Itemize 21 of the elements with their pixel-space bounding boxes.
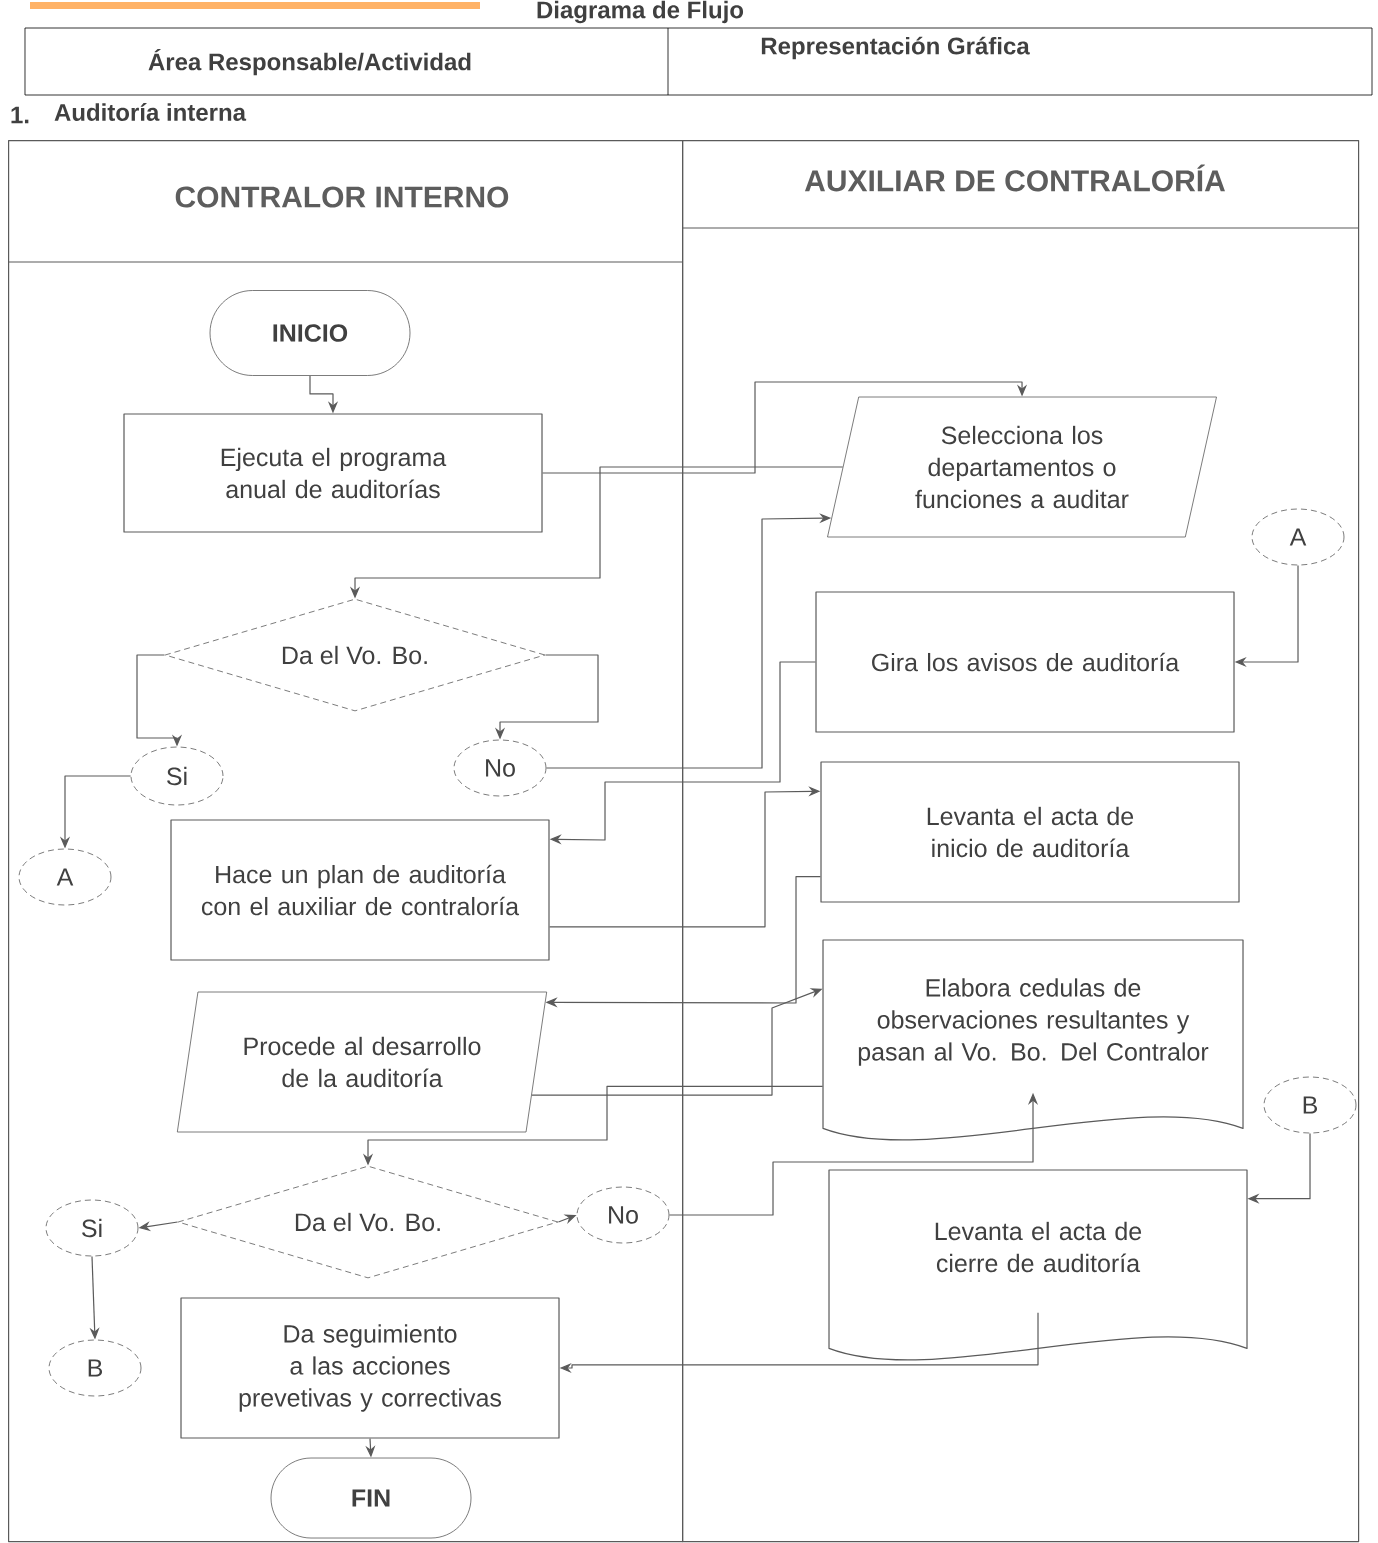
title: Diagrama de Flujo <box>537 0 744 24</box>
connector-oval: No <box>576 1186 670 1244</box>
column-header: Representación Gráfica <box>761 36 1030 60</box>
connector-oval: Si <box>45 1199 139 1257</box>
process-box: Da seguimiento a las acciones prevetivas y correctivas <box>180 1297 560 1439</box>
data-parallelogram: Procede al desarrollo de la auditoría <box>176 991 548 1133</box>
connector-oval: Si <box>130 746 224 806</box>
column-header: Área Responsable/Actividad <box>148 48 471 76</box>
connector-oval: B <box>1263 1076 1357 1134</box>
section-heading: Auditoría interna <box>54 103 247 121</box>
process-box: Levanta el acta de inicio de auditoría <box>820 761 1240 903</box>
connector-oval: A <box>18 848 112 906</box>
process-box: Hace un plan de auditoría con el auxiliar de contraloría <box>170 819 550 961</box>
data-parallelogram: Selecciona los departamentos o funciones a auditar <box>827 396 1217 538</box>
section-number: 1. <box>11 106 29 124</box>
process-box: Ejecuta el programa anual de auditorías <box>123 413 543 533</box>
connector-oval: No <box>453 739 547 797</box>
connector-oval: B <box>48 1339 142 1397</box>
connector-oval: A <box>1251 508 1345 566</box>
arrow <box>542 381 1028 474</box>
process-box: Gira los avisos de auditoría <box>815 591 1235 733</box>
